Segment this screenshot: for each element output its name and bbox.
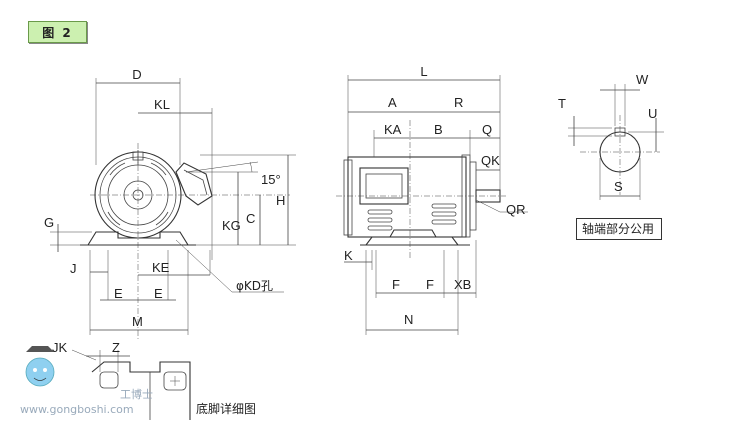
figure-badge: 图 2 <box>28 21 87 43</box>
dim-L: L <box>420 64 427 79</box>
side-view: L A R KA B Q QK QR K F F XB N <box>336 64 528 335</box>
dim-G: G <box>44 215 54 230</box>
dim-U: U <box>648 106 657 121</box>
dim-R: R <box>454 95 463 110</box>
dim-KG: KG <box>222 218 241 233</box>
dim-E2: E <box>154 286 163 301</box>
dim-N: N <box>404 312 413 327</box>
shaft-caption: 轴端部分公用 <box>582 221 654 236</box>
dim-W: W <box>636 72 649 87</box>
dim-KD: φKD孔 <box>236 279 273 293</box>
dim-KA: KA <box>384 122 402 137</box>
dim-E1: E <box>114 286 123 301</box>
dim-Z: Z <box>112 340 120 355</box>
front-view: D KL 15° H C KG G J KE E <box>44 67 296 340</box>
foot-detail: Z JK 底脚详细图 <box>52 340 256 420</box>
watermark: www.gongboshi.com 工博士 <box>20 346 153 416</box>
dim-H: H <box>276 193 285 208</box>
front-feet <box>87 231 189 246</box>
dim-KE: KE <box>152 260 170 275</box>
dim-KL: KL <box>154 97 170 112</box>
cooling-fins <box>367 203 457 231</box>
dim-S: S <box>614 179 623 194</box>
dim-F1: F <box>392 277 400 292</box>
foot-slot <box>163 371 187 391</box>
dim-QR: QR <box>506 202 526 217</box>
dim-XB: XB <box>454 277 471 292</box>
dim-F2: F <box>426 277 434 292</box>
dim-K: K <box>344 248 353 263</box>
watermark-brand: 工博士 <box>120 388 153 401</box>
dim-Q: Q <box>482 122 492 137</box>
dim-C: C <box>246 211 255 226</box>
watermark-url: www.gongboshi.com <box>20 403 134 416</box>
frame-ribs <box>107 162 169 226</box>
mascot-icon <box>25 357 55 387</box>
dim-B: B <box>434 122 443 137</box>
dim-QK: QK <box>481 153 500 168</box>
dim-angle: 15° <box>261 172 281 187</box>
motor-body <box>347 156 467 238</box>
dim-T: T <box>558 96 566 111</box>
dim-M: M <box>132 314 143 329</box>
foot-caption: 底脚详细图 <box>196 401 256 416</box>
dim-D: D <box>132 67 141 82</box>
side-feet <box>364 229 460 246</box>
terminal-box-side <box>359 167 409 205</box>
dim-JK: JK <box>52 340 68 355</box>
shaft-view: W T U S 轴端部分公用 <box>558 72 664 236</box>
shaft-caption-box <box>576 218 662 240</box>
dim-J: J <box>70 261 77 276</box>
dim-A: A <box>388 95 397 110</box>
